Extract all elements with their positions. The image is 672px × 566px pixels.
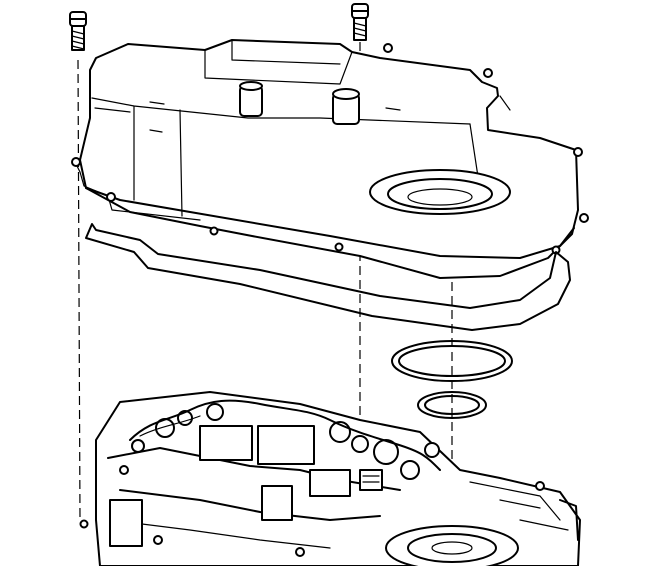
- case-bolt-icon: [535, 481, 545, 491]
- pan-cover-outline: [79, 39, 579, 279]
- pan-recess-inner: [387, 178, 493, 210]
- case-bolt-icon: [79, 519, 89, 529]
- case-bolt-icon: [119, 465, 129, 475]
- o-ring-outer-edge: [417, 391, 487, 419]
- connector-icon: [359, 469, 383, 491]
- case-bore-inner: [407, 533, 497, 563]
- bolt-center: [351, 3, 369, 41]
- flange-hole: [209, 226, 219, 236]
- large-o-ring: [391, 340, 513, 382]
- guide-line-left: [77, 59, 81, 521]
- case-bolt-icon: [295, 547, 305, 557]
- wiring-harness: [129, 399, 441, 471]
- o-ring-outer-edge: [391, 340, 513, 382]
- solenoid-icon: [131, 439, 145, 453]
- flange-hole: [483, 68, 493, 78]
- solenoid-icon: [400, 460, 420, 480]
- flange-hole: [106, 192, 116, 202]
- case-bore-outer: [385, 525, 519, 566]
- flange-hole: [71, 157, 81, 167]
- bolt-left: [69, 11, 87, 51]
- flange-hole: [334, 242, 344, 252]
- valve-body: [79, 391, 581, 566]
- flange-hole: [573, 147, 583, 157]
- valve-block: [261, 485, 293, 521]
- valve-block: [109, 499, 143, 547]
- gasket-outline: [85, 223, 571, 331]
- pan-cover: [71, 39, 589, 279]
- valve-block: [257, 425, 315, 465]
- valve-block: [309, 469, 351, 497]
- pan-gasket: [85, 223, 571, 331]
- solenoid-icon: [206, 403, 224, 421]
- small-o-ring: [417, 391, 487, 419]
- solenoid-icon: [424, 442, 440, 458]
- valve-block: [199, 425, 253, 461]
- case-bolt-icon: [153, 535, 163, 545]
- pan-recess-outer: [369, 169, 511, 215]
- flange-hole: [579, 213, 589, 223]
- flange-hole: [383, 43, 393, 53]
- solenoid-icon: [351, 435, 369, 453]
